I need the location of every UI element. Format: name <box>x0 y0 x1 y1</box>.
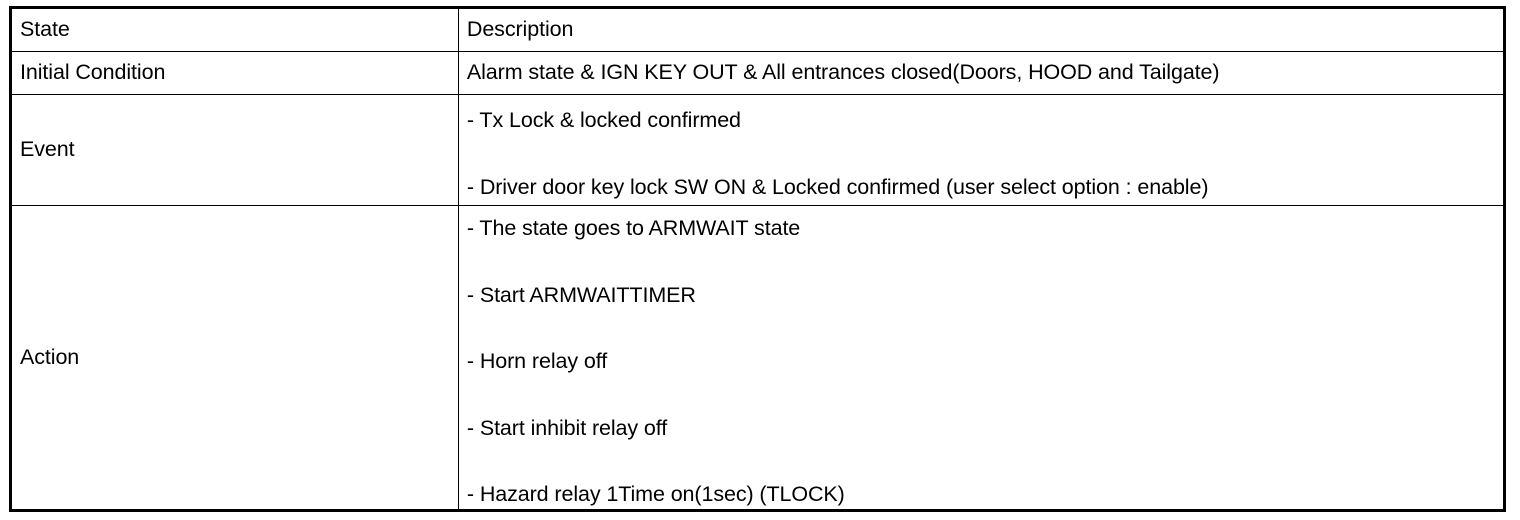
list-item: - Horn relay off <box>466 349 608 374</box>
list-item: - The state goes to ARMWAIT state <box>466 216 801 241</box>
list-item: - Hazard relay 1Time on(1sec) (TLOCK) <box>466 482 845 507</box>
list-item: - Driver door key lock SW ON & Locked co… <box>466 174 1209 199</box>
row-description-text: Alarm state & IGN KEY OUT & All entrance… <box>466 60 1220 85</box>
row-label-action: Action <box>10 205 459 511</box>
row-label-initial-condition: Initial Condition <box>10 51 459 95</box>
row-description-event: - Tx Lock & locked confirmed - Driver do… <box>457 94 1506 206</box>
state-description-table: State Description Initial Condition Alar… <box>9 6 1506 512</box>
row-description-action: - The state goes to ARMWAIT state - Star… <box>457 205 1506 511</box>
table-row: Action - The state goes to ARMWAIT state… <box>10 205 1506 511</box>
table-row: Initial Condition Alarm state & IGN KEY … <box>10 51 1506 95</box>
header-cell-state: State <box>10 7 459 52</box>
list-item: - Start inhibit relay off <box>466 415 668 440</box>
column-header-description: Description <box>466 17 574 42</box>
row-description-initial-condition: Alarm state & IGN KEY OUT & All entrance… <box>457 51 1506 95</box>
table-row: Event - Tx Lock & locked confirmed - Dri… <box>10 94 1506 206</box>
column-header-state: State <box>20 17 70 42</box>
event-bullet-list: - Tx Lock & locked confirmed - Driver do… <box>459 102 1503 198</box>
table-header-row: State Description <box>10 7 1506 52</box>
action-bullet-list: - The state goes to ARMWAIT state - Star… <box>459 209 1503 506</box>
list-item: - Tx Lock & locked confirmed <box>466 108 741 132</box>
row-label-text: Initial Condition <box>20 60 166 85</box>
row-label-text: Event <box>20 137 75 162</box>
list-item: - Start ARMWAITTIMER <box>466 282 696 307</box>
row-label-text: Action <box>20 344 80 369</box>
row-label-event: Event <box>10 94 459 206</box>
header-cell-description: Description <box>457 7 1506 52</box>
